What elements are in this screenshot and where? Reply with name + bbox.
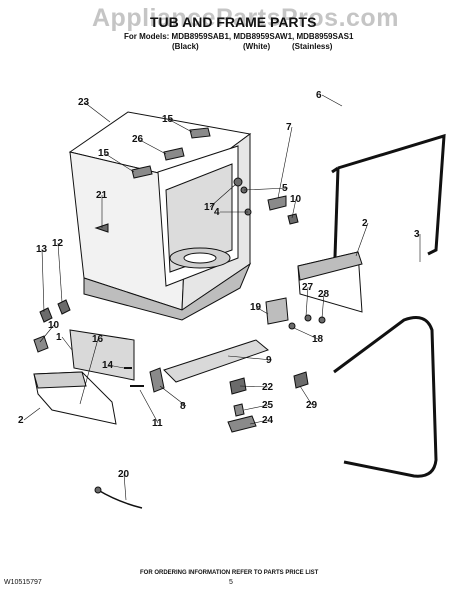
callout-leader <box>107 364 125 369</box>
callout-17: 17 <box>204 202 216 213</box>
callout-leader <box>243 187 289 191</box>
document-number: W10515797 <box>4 579 42 586</box>
callout-21: 21 <box>96 190 108 201</box>
callout-leader <box>41 248 45 313</box>
callout-15: 15 <box>98 148 110 159</box>
callout-2: 2 <box>18 415 24 426</box>
variant-black: (Black) <box>172 42 199 51</box>
callout-25: 25 <box>262 400 274 411</box>
callout-leader <box>79 338 99 405</box>
callout-leader <box>227 355 273 361</box>
callout-13: 13 <box>36 244 48 255</box>
callout-leader <box>61 336 73 351</box>
variant-white: (White) <box>243 42 271 51</box>
page-number: 5 <box>229 579 233 586</box>
callout-5: 5 <box>282 183 288 194</box>
callout-29: 29 <box>306 400 318 411</box>
callout-leader <box>277 126 293 199</box>
callout-leader <box>291 198 297 219</box>
callout-leader <box>321 293 325 319</box>
variant-stainless: (Stainless) <box>292 42 333 51</box>
callout-15: 15 <box>162 114 174 125</box>
diagram-title: TUB AND FRAME PARTS <box>150 14 317 30</box>
callout-leader <box>249 419 269 425</box>
callout-leader <box>57 242 63 303</box>
callout-23: 23 <box>78 97 90 108</box>
callout-3: 3 <box>414 229 420 240</box>
watermark: AppliancePartsPros.com <box>92 4 399 32</box>
ordering-note: FOR ORDERING INFORMATION REFER TO PARTS … <box>140 570 319 576</box>
callout-leader <box>209 183 237 208</box>
tub-gasket-part <box>333 316 438 478</box>
callout-10: 10 <box>48 320 60 331</box>
callout-20: 20 <box>118 469 130 480</box>
callout-leader <box>305 286 309 317</box>
callout-leader <box>299 385 313 406</box>
callout-leader <box>123 473 127 501</box>
callout-6: 6 <box>316 90 322 101</box>
callout-4: 4 <box>214 207 220 218</box>
tub-part <box>68 111 252 321</box>
callout-leader <box>139 389 159 424</box>
callout-24: 24 <box>262 415 274 426</box>
callout-leader <box>103 152 135 173</box>
cable-part <box>94 486 143 509</box>
callout-leader <box>243 404 269 411</box>
callout-1: 1 <box>56 332 62 343</box>
lower-center-parts <box>124 297 326 393</box>
toe-panel-part <box>33 371 117 425</box>
callout-8: 8 <box>180 401 186 412</box>
callout-leader <box>293 327 319 340</box>
callout-28: 28 <box>318 289 330 300</box>
callout-leader <box>167 118 193 133</box>
callout-leader <box>159 385 187 407</box>
callout-7: 7 <box>286 122 292 133</box>
exploded-view-diagram: 2315261521131210116146751017423272819189… <box>18 90 446 509</box>
callout-11: 11 <box>152 418 163 429</box>
callout-leader <box>239 385 269 388</box>
callout-leader <box>39 324 55 343</box>
callout-leader <box>255 306 269 315</box>
side-panel-part <box>297 251 363 313</box>
callout-19: 19 <box>250 302 262 313</box>
callout-16: 16 <box>92 334 104 345</box>
callout-14: 14 <box>102 360 114 371</box>
callout-12: 12 <box>52 238 64 249</box>
callout-9: 9 <box>266 355 272 366</box>
callout-22: 22 <box>262 382 274 393</box>
callout-26: 26 <box>132 134 144 145</box>
callout-leader <box>137 138 167 155</box>
callout-leader <box>83 101 111 123</box>
callout-2: 2 <box>362 218 368 229</box>
callout-leader <box>355 222 369 257</box>
callout-10: 10 <box>290 194 302 205</box>
callout-27: 27 <box>302 282 314 293</box>
callout-18: 18 <box>312 334 324 345</box>
callout-leader <box>321 94 343 107</box>
models-line: For Models: MDB8959SAB1, MDB8959SAW1, MD… <box>124 32 354 41</box>
lower-right-parts <box>227 371 309 433</box>
callout-leader <box>23 407 41 421</box>
